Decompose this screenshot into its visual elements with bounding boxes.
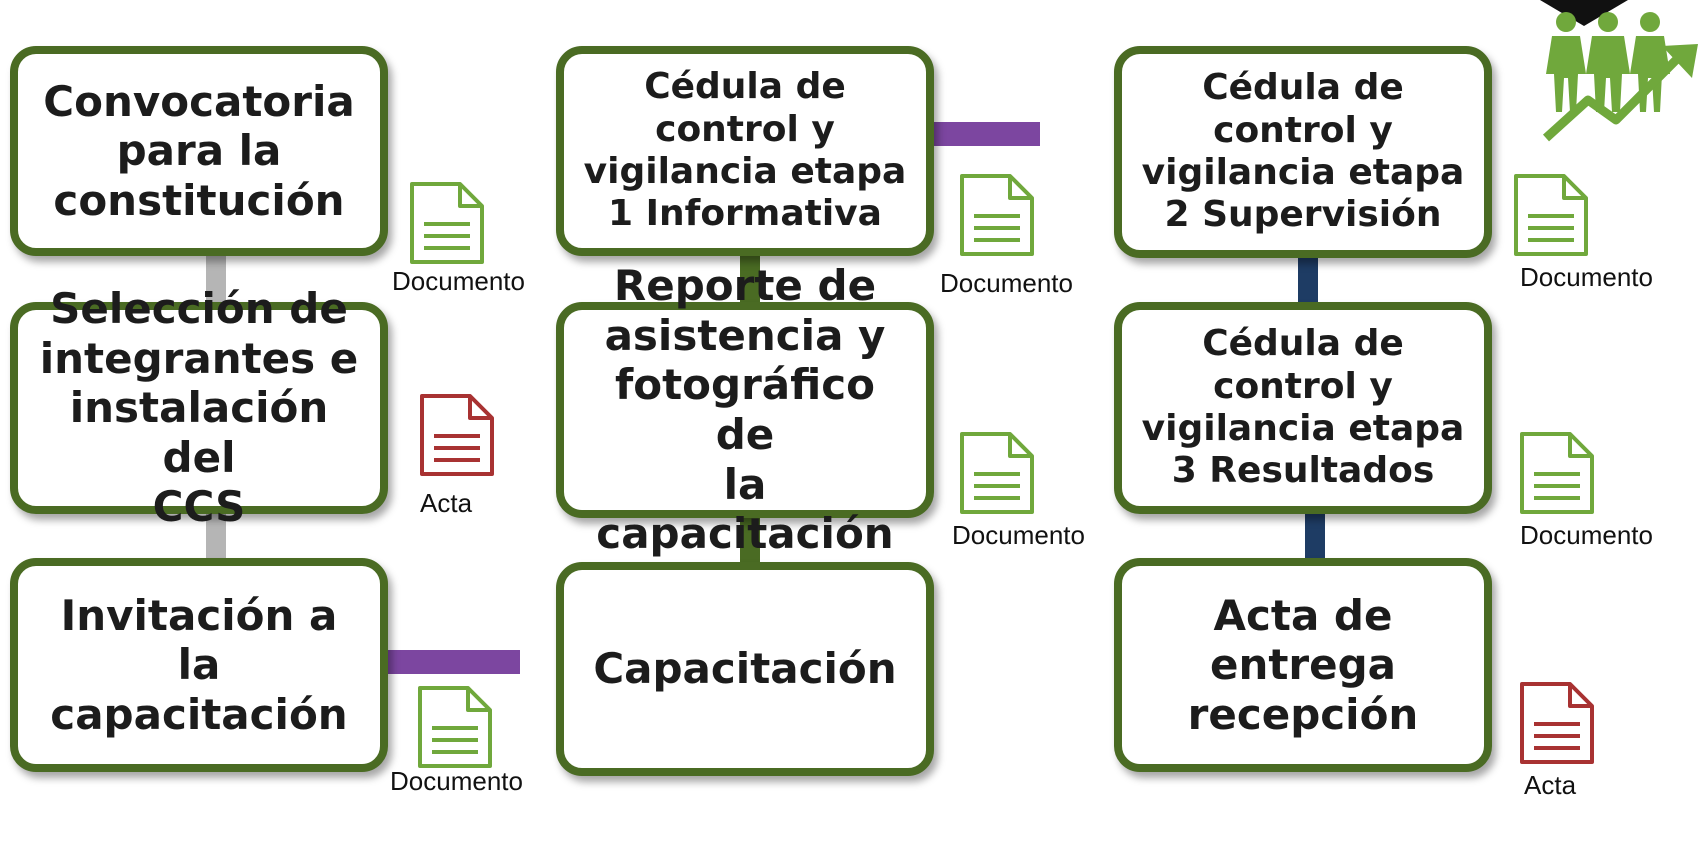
document-label: Documento	[1520, 520, 1653, 550]
document-icon	[1518, 430, 1596, 516]
document-label: Documento	[392, 266, 525, 296]
acta-icon	[418, 392, 496, 478]
document-label: Documento	[1520, 262, 1653, 292]
step-invitacion-capacitacion: Invitación a la capacitación	[10, 558, 388, 772]
step-capacitacion: Capacitación	[556, 562, 934, 776]
connector-cedula2-cedula3	[1298, 256, 1318, 308]
document-label: Documento	[952, 520, 1085, 550]
connector-convocatoria-seleccion	[206, 254, 226, 306]
document-icon	[408, 180, 486, 266]
step-reporte-asistencia: Reporte de asistencia y fotográfico de l…	[556, 261, 934, 558]
step-cedula-etapa-1: Cédula de control y vigilancia etapa 1 I…	[556, 46, 934, 256]
step-cedula-etapa-2: Cédula de control y vigilancia etapa 2 S…	[1114, 46, 1492, 258]
step-cedula-etapa-3: Cédula de control y vigilancia etapa 3 R…	[1114, 302, 1492, 514]
connector-seleccion-invitacion	[206, 512, 226, 562]
acta-label: Acta	[1524, 770, 1577, 800]
step-seleccion-integrantes: Selección de integrantes e instalación d…	[10, 284, 388, 531]
document-icon	[958, 430, 1036, 516]
connector-reporte-capacitacion	[740, 516, 760, 566]
step-acta-entrega: Acta de entrega recepción	[1114, 558, 1492, 772]
acta-label: Acta	[420, 488, 473, 518]
document-icon	[958, 172, 1036, 258]
top-marker-icon	[1540, 0, 1628, 26]
document-icon	[1512, 172, 1590, 258]
connector-cedula1-reporte	[740, 254, 760, 310]
connector-cedula3-acta-entrega	[1305, 512, 1325, 564]
document-label: Documento	[390, 766, 523, 796]
people-growth-icon	[1540, 8, 1698, 150]
acta-icon	[1518, 680, 1596, 766]
document-label: Documento	[940, 268, 1073, 298]
step-convocatoria: Convocatoria para la constitución	[10, 46, 388, 256]
document-icon	[416, 684, 494, 770]
